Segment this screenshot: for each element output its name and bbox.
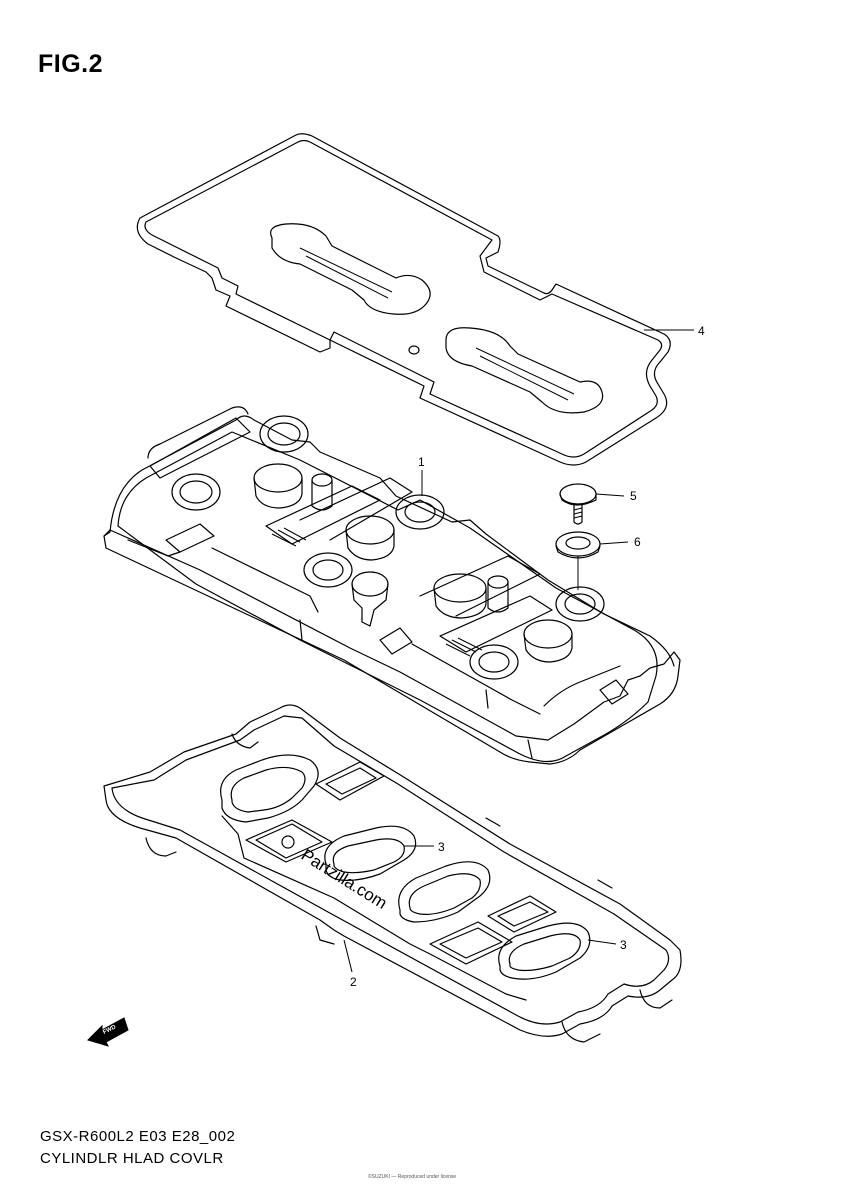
fwd-arrow-icon: FWD	[87, 1017, 129, 1047]
copyright-icon	[281, 835, 295, 849]
callout-1: 1	[418, 455, 425, 469]
part-4-gasket	[136, 133, 671, 466]
footer-model-code: GSX-R600L2 E03 E28_002	[40, 1128, 236, 1145]
callout-5: 5	[630, 489, 637, 503]
callout-3-right: 3	[620, 938, 627, 952]
part-6-washer	[555, 531, 601, 559]
callout-6: 6	[634, 535, 641, 549]
fwd-label: FWD	[102, 1024, 118, 1036]
footer-fine-print: ©SUZUKI — Reproduced under license	[368, 1174, 457, 1180]
footer-diagram-name: CYLINDLR HLAD COVLR	[40, 1150, 224, 1167]
callout-4: 4	[698, 324, 705, 338]
part-2-gasket	[103, 704, 682, 1043]
part-1-cylinder-head-cover	[103, 406, 681, 765]
figure-title: FIG.2	[38, 50, 104, 78]
leader-lines	[343, 329, 694, 973]
callout-2: 2	[350, 975, 357, 989]
part-5-bolt	[559, 483, 597, 525]
callout-3-left: 3	[438, 840, 445, 854]
